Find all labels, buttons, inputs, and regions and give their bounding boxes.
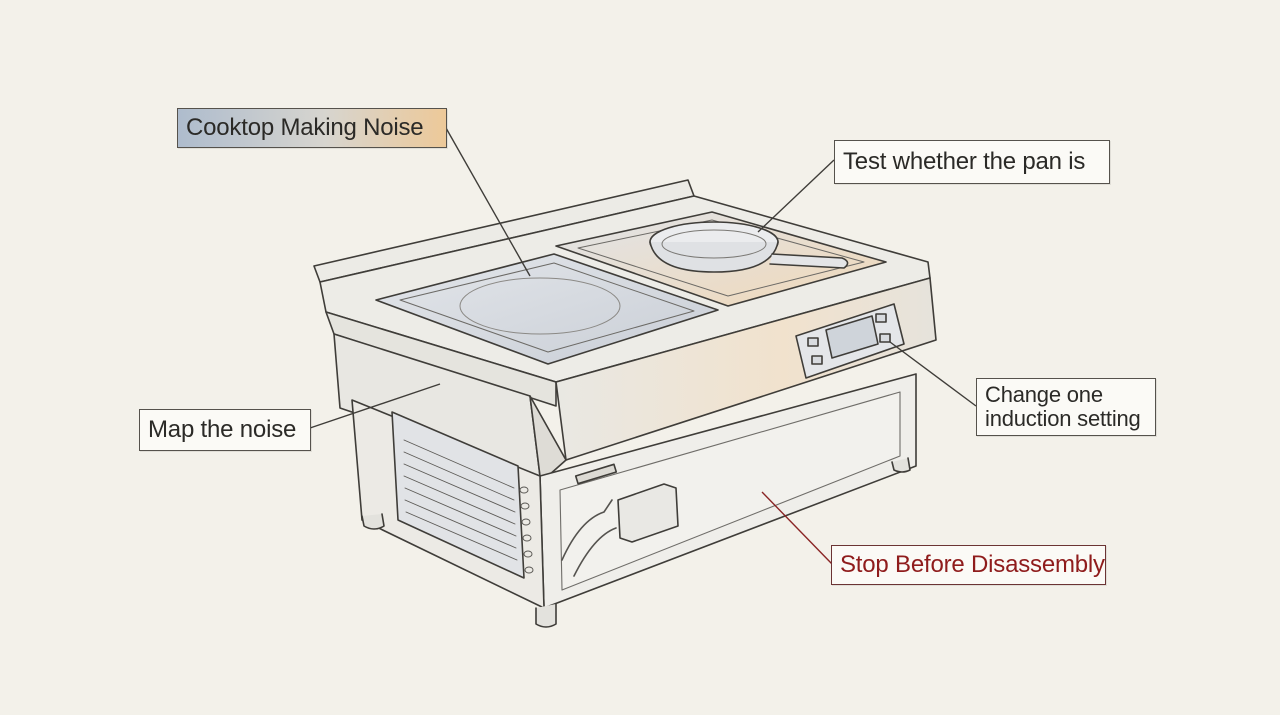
radiator — [391, 411, 525, 579]
leader-lines — [309, 127, 977, 429]
control-button — [879, 333, 891, 343]
leader-pan — [757, 159, 835, 233]
leader-setting — [889, 341, 977, 407]
left-cooking-zone — [375, 253, 719, 365]
map-noise-label: Map the noise — [139, 409, 311, 451]
leader-stop — [761, 491, 833, 565]
component-box — [617, 483, 679, 543]
change-setting-line1: Change one — [985, 382, 1103, 407]
stop-disassembly-label: Stop Before Disassembly — [831, 545, 1106, 585]
pipes — [561, 499, 617, 577]
change-setting-label: Change one induction setting — [976, 378, 1156, 436]
left-burner-ring — [459, 277, 621, 335]
base-frame-inner — [559, 391, 901, 591]
diagram-title-label: Cooktop Making Noise — [177, 108, 447, 148]
coil-rings — [519, 486, 534, 574]
control-display — [825, 315, 879, 359]
control-button — [875, 313, 887, 323]
leader-map — [309, 383, 441, 429]
pan-body — [649, 241, 779, 273]
leader-title — [445, 127, 531, 277]
cooktop-illustration — [313, 179, 937, 628]
radiator-fins — [403, 439, 518, 561]
front-vent-slot — [574, 463, 618, 485]
leg-right — [891, 457, 911, 473]
leg-front — [535, 603, 557, 628]
pan-handle — [769, 253, 849, 269]
control-button — [811, 355, 823, 365]
test-pan-label: Test whether the pan is — [834, 140, 1110, 184]
pan-inner — [661, 229, 767, 259]
control-button — [807, 337, 819, 347]
front-fascia — [325, 311, 557, 407]
change-setting-line2: induction setting — [985, 406, 1141, 431]
leg-left — [361, 513, 385, 530]
left-zone-inner — [399, 262, 695, 353]
